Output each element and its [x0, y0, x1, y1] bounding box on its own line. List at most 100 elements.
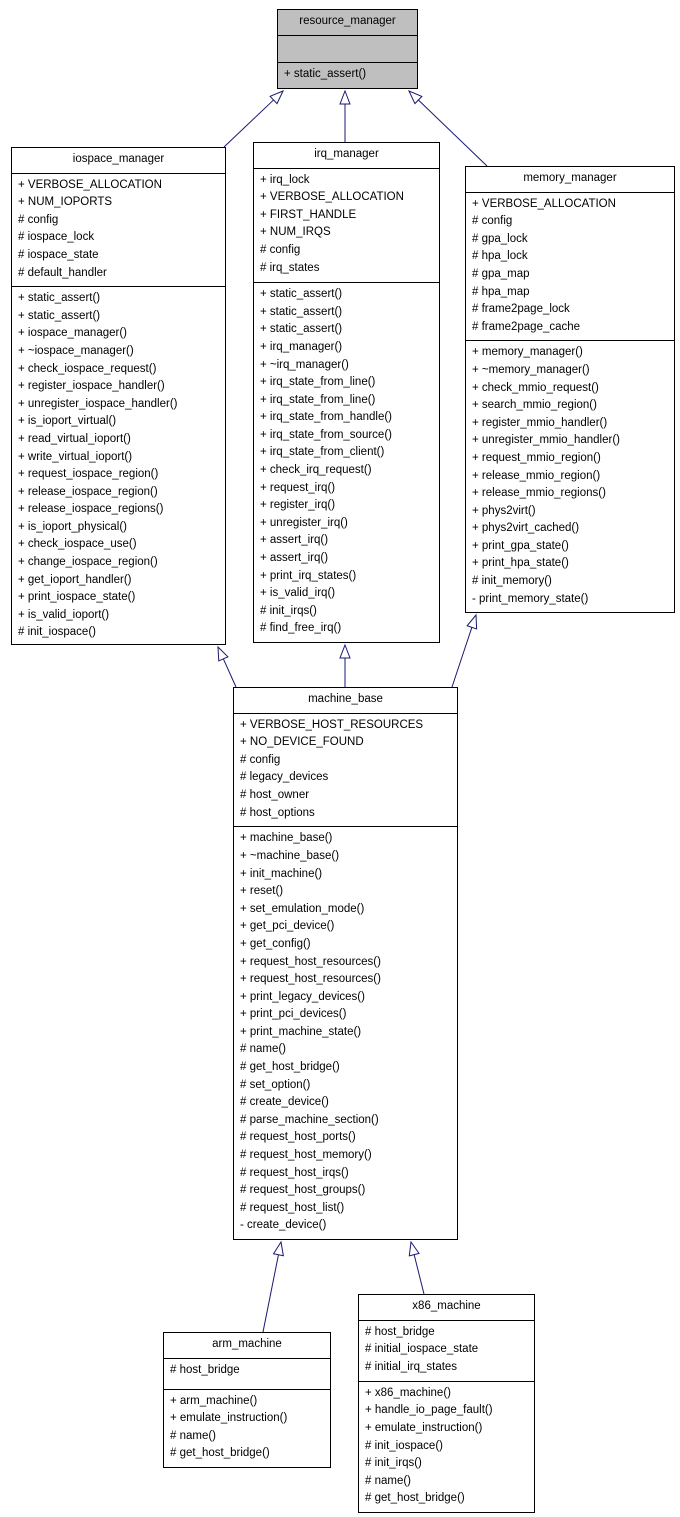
class-member: + get_config() [240, 937, 311, 950]
class-member: # iospace_state [18, 248, 99, 261]
class-member: + print_hpa_state() [472, 557, 569, 570]
class-member: # hpa_lock [472, 250, 528, 263]
class-member: + write_virtual_ioport() [18, 450, 133, 463]
class-member: + is_ioport_virtual() [18, 415, 117, 428]
class-methods: + static_assert()+ static_assert()+ stat… [254, 282, 439, 642]
class-member: + irq_state_from_client() [260, 446, 385, 459]
class-attributes: # host_bridge [164, 1357, 330, 1389]
class-member: + assert_irq() [260, 534, 329, 547]
inheritance-arrowhead-icon [272, 1240, 284, 1257]
class-member: # config [260, 243, 301, 256]
class-title: memory_manager [523, 172, 617, 184]
class-title: machine_base [308, 693, 383, 705]
class-member: + FIRST_HANDLE [260, 208, 357, 221]
class-node-x86-machine[interactable]: x86_machine # host_bridge# initial_iospa… [358, 1294, 535, 1513]
inheritance-edge-line [413, 1254, 425, 1295]
inheritance-edge-line [451, 627, 473, 688]
inheritance-arrowhead-icon [269, 90, 285, 105]
class-member: # host_owner [240, 788, 310, 801]
class-member: + register_iospace_handler() [18, 380, 165, 393]
class-member: # request_host_list() [240, 1201, 345, 1214]
class-title: irq_manager [314, 148, 379, 160]
class-node-arm-machine[interactable]: arm_machine # host_bridge + arm_machine(… [163, 1332, 331, 1468]
class-attributes: # host_bridge # initial_iospace_state # in… [359, 1319, 534, 1381]
class-member: + unregister_iospace_handler() [18, 397, 178, 410]
class-member: # frame2page_cache [472, 320, 581, 333]
class-member: + release_mmio_region() [472, 469, 601, 482]
class-member: + VERBOSE_ALLOCATION [18, 178, 162, 191]
class-member: # gpa_lock [472, 232, 528, 245]
class-member: + iospace_manager() [18, 327, 127, 340]
class-member: + ~machine_base() [240, 849, 340, 862]
class-member: # legacy_devices [240, 771, 329, 784]
class-member: # initial_iospace_state [365, 1343, 479, 1356]
class-member: - print_memory_state() [472, 592, 589, 605]
class-node-memory-manager[interactable]: memory_manager + VERBOSE_ALLOCATION# con… [465, 166, 675, 613]
class-member: + print_irq_states() [260, 569, 357, 582]
class-methods: + x86_machine()+ handle_io_page_fault()+… [359, 1380, 534, 1512]
class-member: + ~memory_manager() [472, 363, 590, 376]
class-member: + static_assert() [284, 68, 367, 81]
class-node-irq-manager[interactable]: irq_manager + irq_lock+ VERBOSE_ALLOCATI… [253, 142, 440, 643]
class-node-iospace-manager[interactable]: iospace_manager + VERBOSE_ALLOCATION+ NU… [11, 147, 226, 645]
class-member: # config [472, 215, 513, 228]
class-member: # find_free_irq() [260, 622, 342, 635]
class-attributes: + VERBOSE_ALLOCATION+ NUM_IOPORTS# confi… [12, 172, 225, 287]
class-member: + change_iospace_region() [18, 556, 158, 569]
class-member: # frame2page_lock [472, 303, 570, 316]
class-member: + release_iospace_region() [18, 485, 158, 498]
class-member: + irq_state_from_line() [260, 393, 376, 406]
class-member: + print_iospace_state() [18, 591, 136, 604]
class-member: + static_assert() [18, 292, 101, 305]
class-member: + NUM_IRQS [260, 226, 331, 239]
class-member: # default_handler [18, 266, 107, 279]
class-member: # request_host_ports() [240, 1131, 356, 1144]
class-methods: + static_assert()+ static_assert()+ iosp… [12, 286, 225, 646]
class-member: # initial_irq_states [365, 1360, 458, 1373]
class-node-machine-base[interactable]: machine_base + VERBOSE_HOST_RESOURCES+ N… [233, 687, 458, 1240]
class-member: # request_host_irqs() [240, 1166, 349, 1179]
class-member: # request_host_memory() [240, 1149, 372, 1162]
class-member: # host_bridge [365, 1325, 435, 1338]
class-member: # name() [240, 1043, 287, 1056]
class-member: # parse_machine_section() [240, 1113, 379, 1126]
class-member: + init_machine() [240, 867, 323, 880]
class-member: + assert_irq() [260, 552, 329, 565]
class-member: + static_assert() [260, 288, 343, 301]
class-methods: + memory_manager() + ~memory_manager() + c… [466, 340, 674, 612]
class-member: + memory_manager() [472, 346, 583, 359]
class-title: arm_machine [212, 1338, 282, 1350]
class-member: + release_mmio_regions() [472, 487, 606, 500]
class-member: + emulate_instruction() [170, 1412, 288, 1425]
class-member: # host_options [240, 806, 315, 819]
class-member: + release_iospace_regions() [18, 503, 164, 516]
class-member: + VERBOSE_HOST_RESOURCES [240, 718, 424, 731]
class-member: # create_device() [240, 1096, 329, 1109]
class-methods: + machine_base()+ ~machine_base()+ init_… [234, 826, 457, 1239]
class-member: # irq_states [260, 261, 320, 274]
class-member: + irq_lock [260, 173, 310, 186]
inheritance-edge-line [222, 658, 237, 688]
class-member: + phys2virt_cached() [472, 522, 580, 535]
class-member: + ~irq_manager() [260, 358, 349, 371]
class-member: + irq_state_from_line() [260, 376, 376, 389]
class-member: + print_legacy_devices() [240, 990, 365, 1003]
class-member: + arm_machine() [170, 1394, 258, 1407]
class-member: # init_irqs() [365, 1457, 422, 1470]
inheritance-edge-line [223, 99, 274, 148]
inheritance-arrowhead-icon [339, 643, 351, 659]
class-member: + request_irq() [260, 481, 336, 494]
class-member: + check_irq_request() [260, 464, 372, 477]
class-member: + check_mmio_request() [472, 381, 599, 394]
inheritance-arrowhead-icon [466, 613, 478, 630]
class-member: # host_bridge [170, 1363, 240, 1376]
class-attributes: + VERBOSE_HOST_RESOURCES+ NO_DEVICE_FOUN… [234, 712, 457, 827]
class-member: + request_host_resources() [240, 955, 381, 968]
class-member: + is_valid_ioport() [18, 608, 110, 621]
class-node-resource-manager[interactable]: resource_manager + static_assert() [277, 9, 418, 89]
class-member: + print_machine_state() [240, 1025, 362, 1038]
class-attributes [278, 34, 417, 63]
class-member: + x86_machine() [365, 1386, 451, 1399]
class-member: + irq_manager() [260, 340, 343, 353]
